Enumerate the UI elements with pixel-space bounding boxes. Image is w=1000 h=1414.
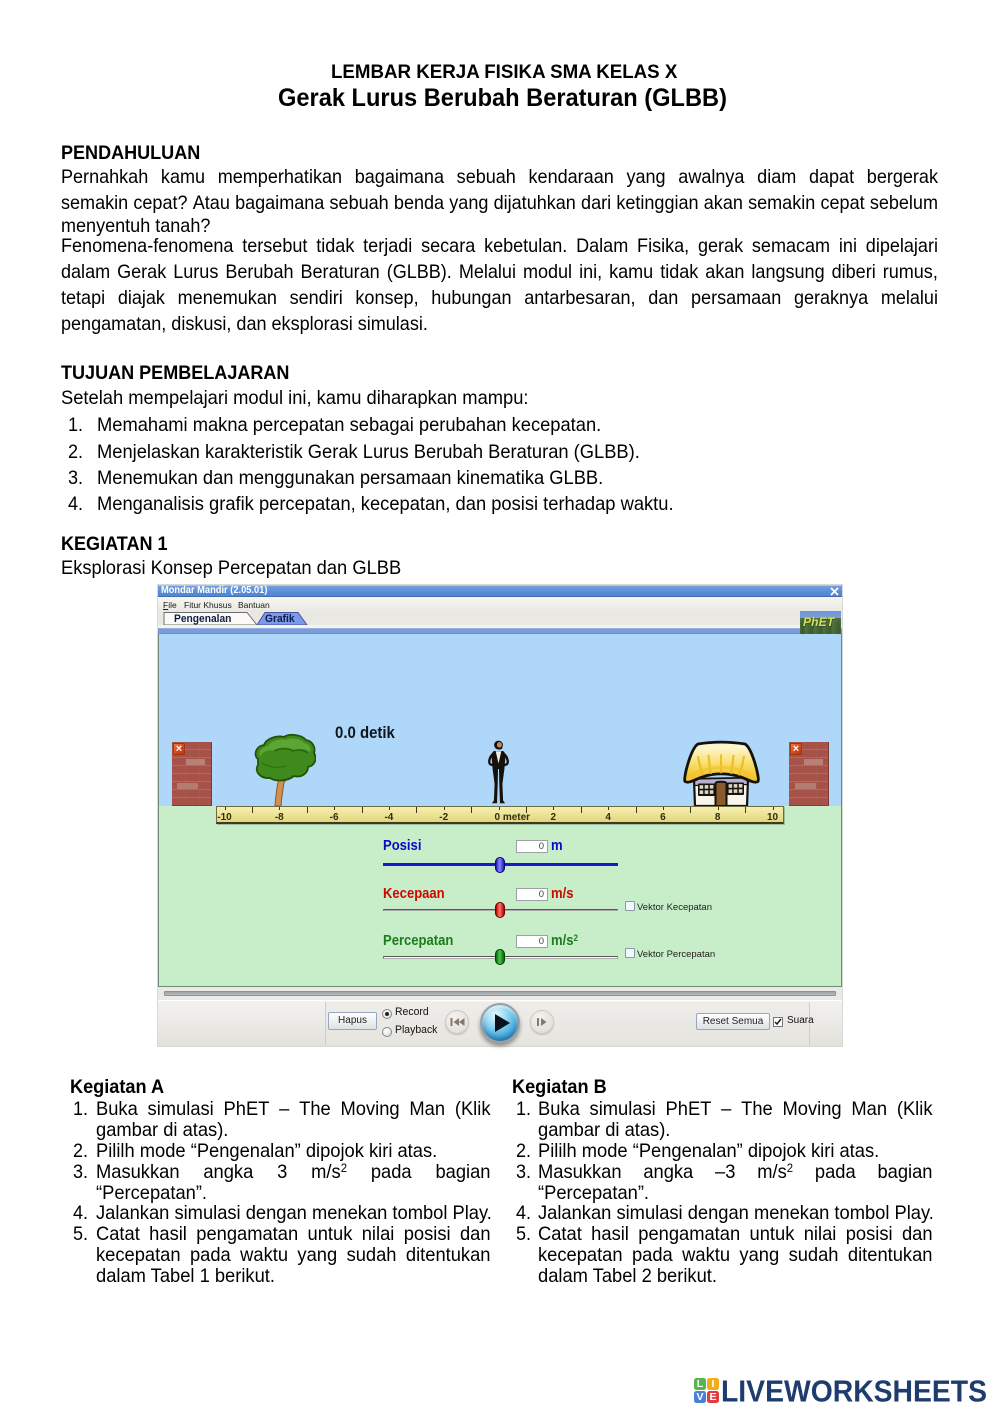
svg-text:LIVEWORKSHEETS: LIVEWORKSHEETS — [721, 1377, 987, 1405]
